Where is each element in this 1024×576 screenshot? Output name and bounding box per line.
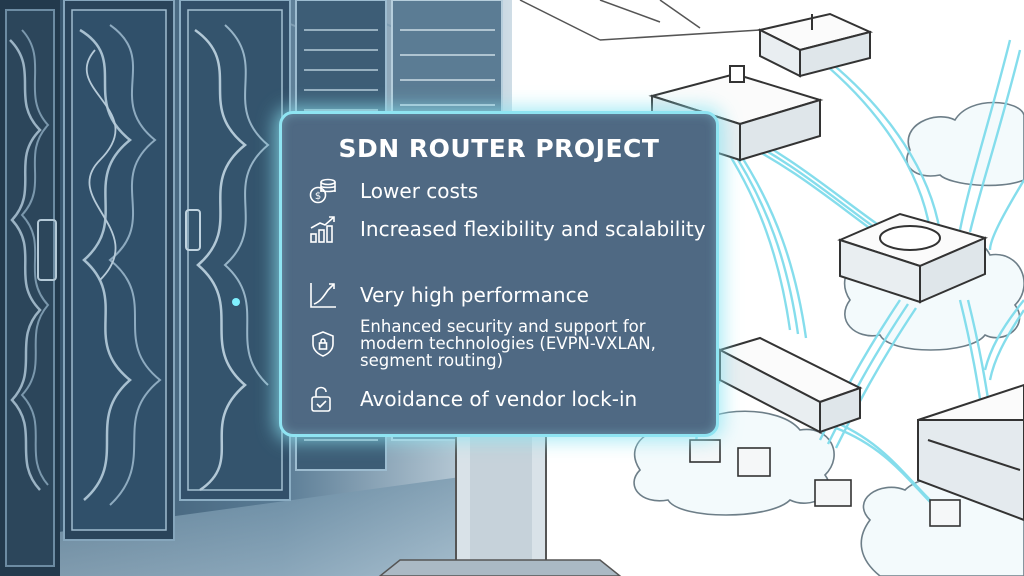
svg-text:$: $ xyxy=(315,191,321,202)
server-rack-3 xyxy=(179,0,291,501)
unlocked-padlock-icon xyxy=(308,384,338,414)
benefit-label-flexibility: Increased flexibility and scalability xyxy=(360,216,706,241)
benefit-label-lower-costs: Lower costs xyxy=(360,178,479,203)
panel-title: SDN ROUTER PROJECT xyxy=(338,134,660,163)
display-stand xyxy=(378,435,622,576)
shield-icon xyxy=(308,329,338,359)
benefit-label-vendor-lock-in: Avoidance of vendor lock-in xyxy=(360,386,638,411)
router-device-top xyxy=(757,12,874,78)
coins-icon: $ xyxy=(308,176,338,206)
server-rack-1 xyxy=(0,0,60,576)
switch-device-middle xyxy=(717,336,863,434)
benefit-item-performance: Very high performance xyxy=(308,280,708,310)
router-device-center xyxy=(837,212,988,304)
benefit-item-flexibility: Increased flexibility and scalability xyxy=(308,214,708,244)
growth-chart-icon xyxy=(308,214,338,244)
performance-chart-icon xyxy=(308,280,338,310)
sdn-router-info-panel: SDN ROUTER PROJECT $ Lower costs xyxy=(279,111,719,437)
benefit-label-security: Enhanced security and support for modern… xyxy=(360,317,656,370)
benefit-label-performance: Very high performance xyxy=(360,282,589,307)
small-devices xyxy=(689,439,961,527)
benefit-item-security: Enhanced security and support for modern… xyxy=(308,318,708,369)
server-device-right xyxy=(917,383,1024,522)
benefit-item-vendor-lock-in: Avoidance of vendor lock-in xyxy=(308,384,708,414)
ceiling-grid xyxy=(519,0,761,41)
server-rack-2 xyxy=(37,0,175,541)
benefit-item-lower-costs: $ Lower costs xyxy=(308,176,708,206)
